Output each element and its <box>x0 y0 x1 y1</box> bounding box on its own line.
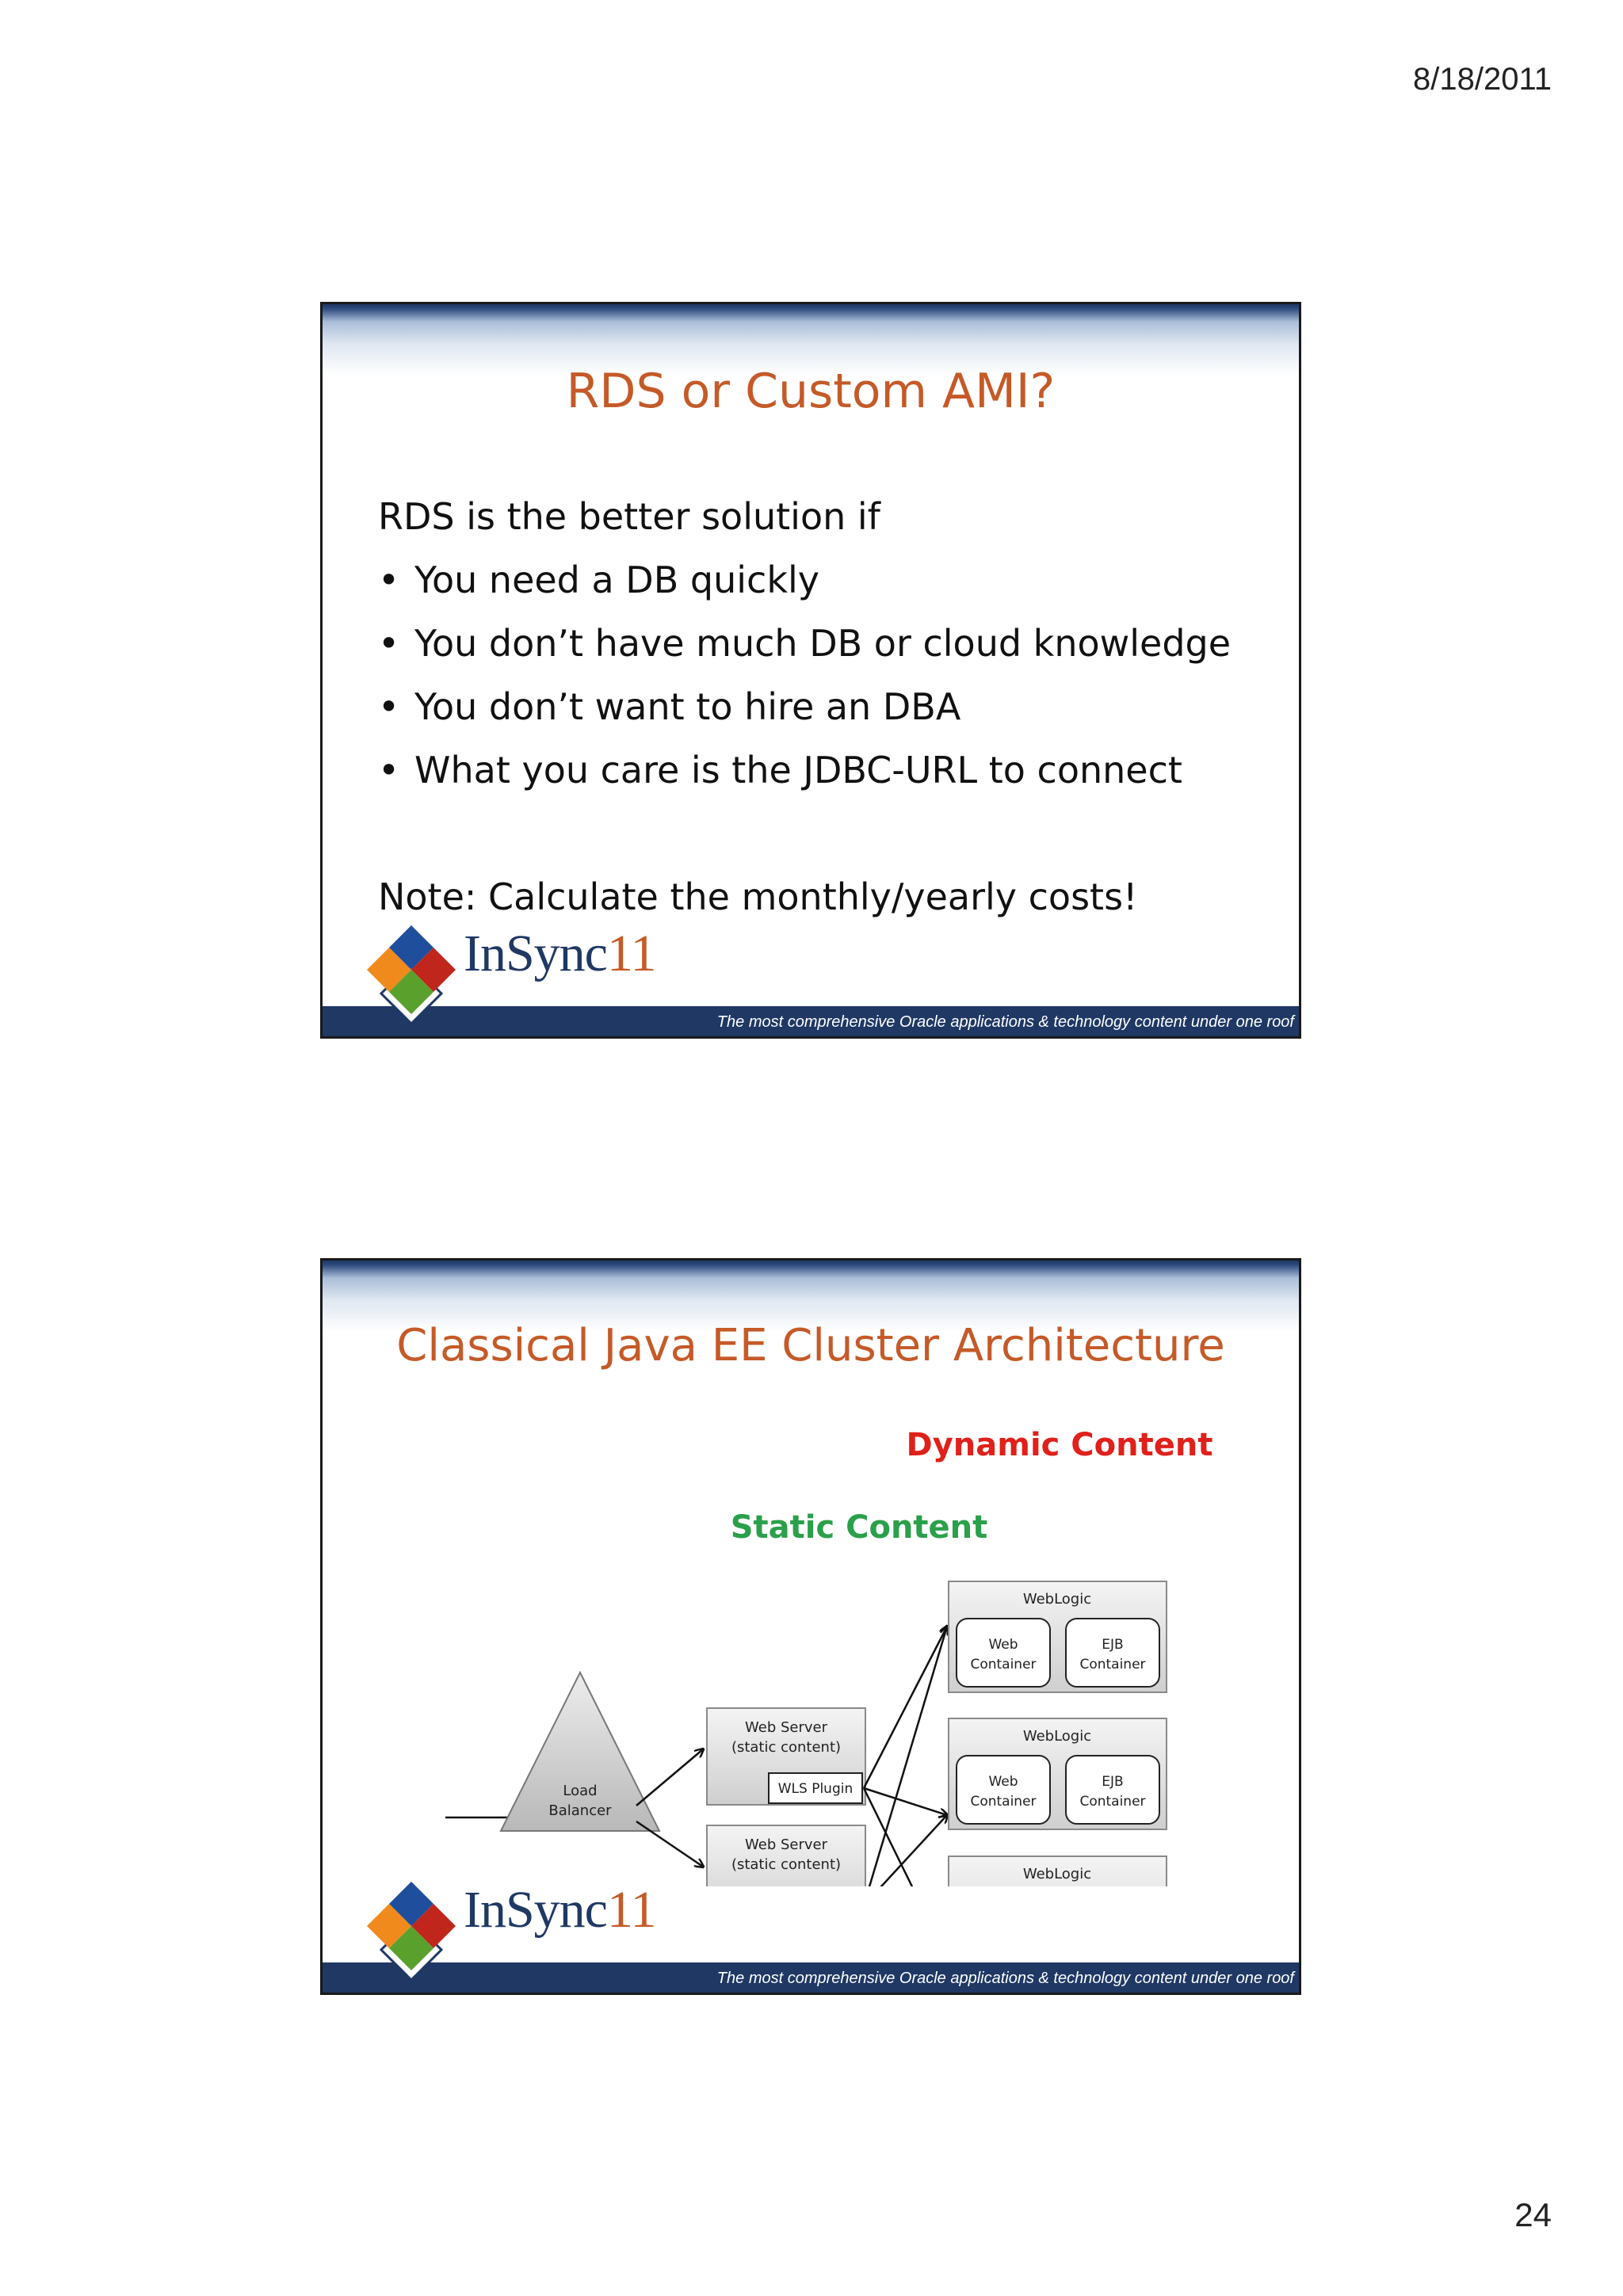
logo-wordmark: InSync11 <box>464 1881 657 1939</box>
svg-text:WLS Plugin: WLS Plugin <box>778 1781 854 1797</box>
insync11-logo: InSync11 <box>354 917 687 1036</box>
cluster-architecture-diagram: Dynamic Content Static Content Load Bala… <box>445 1427 1213 1886</box>
slide-java-ee-cluster: Classical Java EE Cluster Architecture D… <box>320 1258 1301 1995</box>
slide-header-bar <box>323 304 1299 376</box>
bullet-item: •You don’t want to hire an DBA <box>378 685 961 728</box>
wls-plugin-box <box>768 1772 863 1804</box>
web-server-node: Web Server (static content) WLS Plugin <box>706 1825 866 1886</box>
dynamic-content-label: Dynamic Content <box>907 1427 1213 1463</box>
svg-text:Container: Container <box>970 1657 1036 1672</box>
ejb-container-box <box>1065 1618 1160 1688</box>
slide-header-bar <box>323 1261 1299 1332</box>
weblogic-node: WebLogic Web Container EJB Container <box>948 1718 1167 1830</box>
puzzle-logo-icon <box>367 1882 456 1982</box>
weblogic-node: WebLogic Web Container EJB Container <box>948 1855 1167 1886</box>
svg-text:(static content): (static content) <box>731 1856 841 1873</box>
intro-text: RDS is the better solution if <box>378 495 880 538</box>
footer-tagline: The most comprehensive Oracle applicatio… <box>716 1013 1294 1031</box>
svg-text:Container: Container <box>970 1794 1036 1810</box>
load-balancer: Load Balancer <box>499 1670 661 1832</box>
slide-body: RDS is the better solution if •You need … <box>378 485 1231 929</box>
bullet-item: •What you care is the JDBC-URL to connec… <box>378 749 1182 791</box>
svg-text:Balancer: Balancer <box>548 1802 612 1819</box>
svg-text:(static content): (static content) <box>731 1739 841 1756</box>
footer-tagline: The most comprehensive Oracle applicatio… <box>716 1970 1294 1987</box>
web-container-box <box>956 1755 1051 1825</box>
static-content-label: Static Content <box>731 1509 988 1546</box>
web-container-box <box>956 1618 1051 1688</box>
ejb-container-box <box>1065 1755 1160 1825</box>
svg-text:Container: Container <box>1079 1657 1145 1672</box>
svg-text:WebLogic: WebLogic <box>1023 1728 1091 1745</box>
svg-text:WebLogic: WebLogic <box>1023 1591 1091 1608</box>
svg-text:Web Server: Web Server <box>745 1719 828 1736</box>
slide-title: RDS or Custom AMI? <box>566 364 1056 419</box>
svg-text:Load: Load <box>563 1783 597 1799</box>
svg-text:EJB: EJB <box>1102 1774 1123 1790</box>
bullet-item: •You don’t have much DB or cloud knowled… <box>378 622 1232 665</box>
note-text: Note: Calculate the monthly/yearly costs… <box>378 875 1138 918</box>
svg-text:Web Server: Web Server <box>745 1836 828 1853</box>
svg-text:Web: Web <box>988 1637 1018 1653</box>
svg-text:WebLogic: WebLogic <box>1023 1866 1091 1882</box>
puzzle-logo-icon <box>367 925 456 1026</box>
page-number: 24 <box>1514 2196 1552 2233</box>
slide-rds-or-custom-ami: RDS or Custom AMI? RDS is the better sol… <box>320 302 1301 1039</box>
svg-text:Web: Web <box>988 1774 1018 1790</box>
weblogic-node: WebLogic Web Container EJB Container <box>948 1581 1167 1693</box>
footer-band: The most comprehensive Oracle applicatio… <box>323 1962 1299 1993</box>
page-date: 8/18/2011 <box>1413 62 1552 97</box>
web-server-node: Web Server (static content) WLS Plugin <box>706 1707 866 1806</box>
slide-title: Classical Java EE Cluster Architecture <box>396 1320 1225 1371</box>
bullet-item: •You need a DB quickly <box>378 559 819 601</box>
svg-text:Container: Container <box>1079 1794 1145 1810</box>
insync11-logo: InSync11 <box>354 1874 687 1993</box>
footer-band: The most comprehensive Oracle applicatio… <box>323 1006 1299 1036</box>
logo-wordmark: InSync11 <box>464 925 657 982</box>
svg-text:EJB: EJB <box>1102 1637 1123 1653</box>
